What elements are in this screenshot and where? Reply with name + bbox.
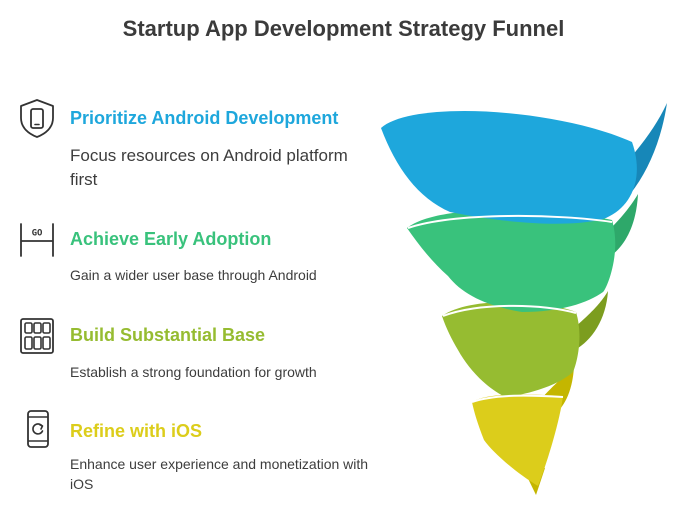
step-heading: Refine with iOS — [70, 421, 203, 441]
step-description: Gain a wider user base through Android — [70, 267, 317, 283]
funnel-band-yellow — [472, 394, 563, 486]
funnel-rim — [407, 214, 613, 229]
funnel-band-green — [407, 209, 616, 312]
go-sign-icon: GO — [20, 223, 54, 257]
spiral-funnel — [381, 103, 667, 495]
page-title: Startup App Development Strategy Funnel — [122, 16, 565, 41]
step-heading: Achieve Early Adoption — [70, 229, 272, 249]
go-sign-text: GO — [32, 229, 43, 239]
building-blocks-icon — [20, 318, 54, 354]
funnel-band-olive — [442, 302, 580, 397]
step-description: Enhance user experience and monetization… — [70, 456, 369, 492]
phone-refresh-icon — [27, 410, 49, 448]
step-heading: Build Substantial Base — [70, 325, 266, 345]
step-heading: Prioritize Android Development — [70, 108, 339, 128]
funnel-band-blue — [381, 111, 637, 224]
step-description: Focus resources on Android platform firs… — [70, 146, 348, 190]
step-description: Establish a strong foundation for growth — [70, 364, 317, 380]
funnel-rim — [471, 394, 564, 403]
shield-phone-icon — [20, 99, 54, 138]
funnel-rim — [442, 304, 577, 317]
